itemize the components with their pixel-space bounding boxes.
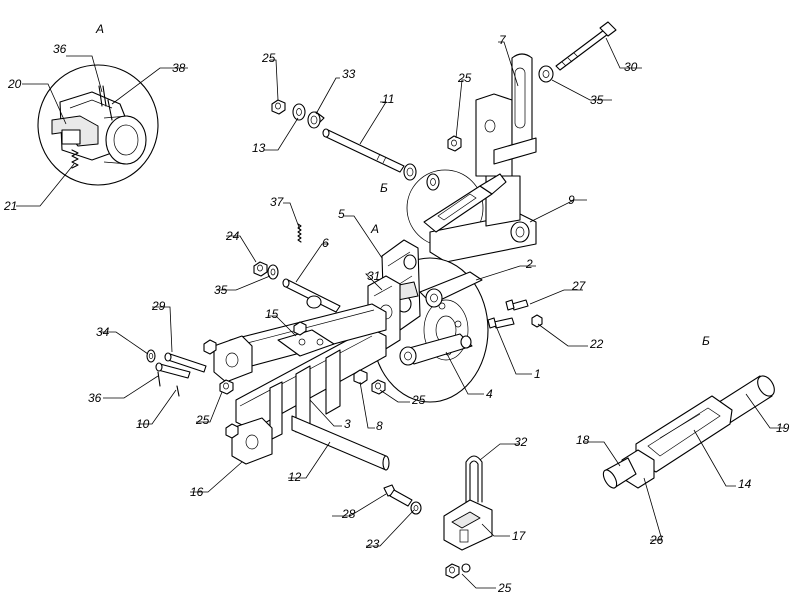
- turnbuckle-assembly: [423, 173, 507, 233]
- shaft-11: [322, 128, 440, 191]
- pin-37: [297, 223, 302, 243]
- nut-25-bracket: [447, 135, 462, 152]
- label-24: 24: [225, 229, 240, 243]
- axle-10: [155, 362, 191, 379]
- label-12: 12: [288, 470, 302, 484]
- plate-15: [277, 321, 335, 357]
- bolt-30: [555, 21, 617, 71]
- leader-lines: [16, 37, 784, 589]
- label-5: 5: [338, 207, 345, 221]
- view-a-title: А: [95, 22, 104, 36]
- washer-13: [292, 103, 306, 121]
- nut-25-center: [371, 379, 386, 395]
- label-36-left: 36: [88, 391, 102, 405]
- bearing-bracket-left: [203, 335, 253, 383]
- washer-23: [410, 501, 422, 515]
- label-10: 10: [136, 417, 150, 431]
- label-20: 20: [7, 77, 22, 91]
- nut-25-left: [219, 379, 234, 395]
- label-22: 22: [589, 337, 604, 351]
- label-26: 26: [649, 533, 664, 547]
- bolt-28: [383, 484, 413, 507]
- detail-a-marker-label: А: [370, 222, 379, 236]
- nut-34: [146, 349, 156, 363]
- label-6: 6: [322, 236, 329, 250]
- label-18: 18: [576, 433, 590, 447]
- shaft-6: [282, 278, 341, 313]
- bushing-33: [307, 111, 325, 129]
- label-35-top: 35: [590, 93, 604, 107]
- label-2: 2: [525, 257, 533, 271]
- label-11: 11: [382, 92, 394, 106]
- nut-24: [253, 261, 268, 277]
- label-25-bracket: 25: [457, 71, 472, 85]
- label-33: 33: [342, 67, 356, 81]
- label-31: 31: [367, 269, 380, 283]
- label-34: 34: [96, 325, 110, 339]
- nut-8: [353, 369, 368, 385]
- detail-view-a: А: [37, 22, 159, 186]
- label-14: 14: [738, 477, 752, 491]
- label-19: 19: [776, 421, 790, 435]
- bracket-17: [443, 499, 493, 551]
- lever-2: [419, 271, 483, 308]
- label-15: 15: [265, 307, 279, 321]
- label-25-bottom: 25: [497, 581, 512, 595]
- nut-25-bottom: [445, 563, 471, 579]
- label-1: 1: [534, 367, 541, 381]
- label-36-detail: 36: [53, 42, 67, 56]
- nut-25-top: [271, 99, 286, 115]
- label-8: 8: [376, 419, 383, 433]
- label-35-left: 35: [214, 283, 228, 297]
- label-38: 38: [172, 61, 186, 75]
- label-13: 13: [252, 141, 266, 155]
- label-25-left: 25: [195, 413, 210, 427]
- label-37: 37: [270, 195, 285, 209]
- part-labels: 36 38 20 21 25 33 13 11 25 7 30 35 9 37 …: [3, 33, 790, 595]
- label-16: 16: [190, 485, 204, 499]
- pin-36-left: [157, 371, 180, 397]
- axle-29: [164, 352, 207, 373]
- label-27: 27: [571, 279, 587, 293]
- label-7: 7: [499, 33, 507, 47]
- label-25-center: 25: [411, 393, 426, 407]
- label-25-top: 25: [261, 51, 276, 65]
- label-17: 17: [512, 529, 527, 543]
- label-4: 4: [486, 387, 493, 401]
- washer-35-left: [267, 264, 279, 280]
- bolt-27: [505, 299, 543, 328]
- bolt-1: [487, 317, 515, 329]
- washer-35-top: [538, 65, 554, 83]
- label-30: 30: [624, 60, 638, 74]
- detail-b-marker-label: Б: [380, 181, 388, 195]
- label-32: 32: [514, 435, 528, 449]
- bearing-bracket-16: [225, 417, 273, 465]
- label-3: 3: [344, 417, 351, 431]
- detail-view-b: Б: [602, 334, 775, 489]
- label-29: 29: [151, 299, 166, 313]
- view-b-title: Б: [702, 334, 710, 348]
- u-bolt-32: [465, 455, 483, 503]
- label-28: 28: [341, 507, 356, 521]
- label-21: 21: [3, 199, 17, 213]
- label-9: 9: [568, 193, 575, 207]
- bracket-7: [475, 53, 537, 177]
- label-23: 23: [365, 537, 380, 551]
- lever-link: [399, 333, 473, 366]
